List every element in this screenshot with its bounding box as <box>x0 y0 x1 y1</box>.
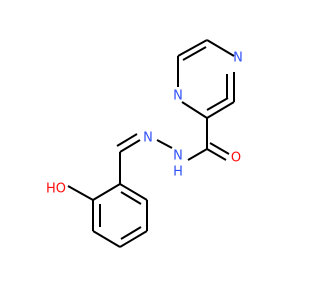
bond-carbonyl-o <box>206 148 227 161</box>
bond-pz-nleft-c2 <box>181 101 208 119</box>
bond-n-ch <box>119 139 141 153</box>
atom-o-carbonyl: O <box>231 151 241 166</box>
hydrazone-linkage <box>116 133 173 184</box>
atom-nh-amide: N <box>173 149 183 164</box>
phenol-ring <box>67 183 148 248</box>
bond-ph-c4-c5 <box>119 230 148 248</box>
bond-pz-ntop-c5 <box>206 39 235 57</box>
atom-n-hydrazone: N <box>143 131 153 146</box>
bond-ph-c6-c1 <box>119 183 148 201</box>
bond-n-ch-double <box>116 133 138 147</box>
atom-ho-phenol: HO <box>46 182 66 197</box>
bond-ph-c2-oh <box>67 185 94 201</box>
bond-ph-c3-c4 <box>92 230 121 248</box>
pyrazine-ring <box>177 39 235 119</box>
bond-nh-n <box>156 139 173 149</box>
bond-pz-c2-c3-inner <box>206 97 229 111</box>
bond-carbonyl-nh <box>187 148 208 161</box>
bond-ph-c4-c5-inner <box>120 226 142 240</box>
amide-group <box>187 118 230 161</box>
bond-carbonyl-o-double <box>209 142 230 155</box>
atom-n-pyrazine-left: N <box>173 89 183 104</box>
bond-pz-c2-c3 <box>206 101 235 119</box>
atom-h-amide: H <box>173 165 183 180</box>
bond-ph-c6-c1-inner <box>120 191 142 205</box>
bond-pz-c5-c6-inner <box>182 46 207 61</box>
molecule-diagram: N N O N N H HO <box>46 39 243 248</box>
atom-labels: N N O N N H HO <box>46 51 243 197</box>
atom-n-pyrazine-top: N <box>233 51 243 66</box>
bond-ph-c1-c2 <box>92 183 121 201</box>
bond-pz-c5-c6 <box>177 39 208 57</box>
